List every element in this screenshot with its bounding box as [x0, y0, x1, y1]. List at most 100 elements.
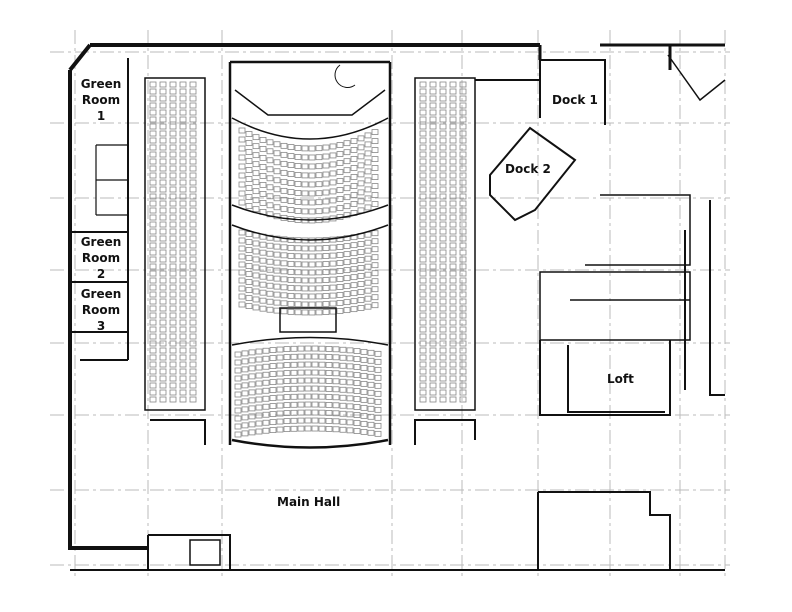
seat: [259, 182, 267, 188]
seat: [459, 123, 467, 130]
seat: [169, 158, 177, 165]
seat: [179, 326, 187, 333]
seat: [459, 319, 467, 326]
seat: [159, 305, 167, 312]
seat: [325, 426, 333, 432]
seat: [149, 228, 157, 235]
seat: [329, 143, 337, 150]
seat: [255, 364, 263, 371]
seat: [364, 168, 372, 175]
seat: [357, 198, 365, 205]
seat: [169, 305, 177, 312]
seat: [429, 207, 437, 214]
seat: [297, 361, 305, 368]
seat: [241, 382, 249, 389]
seat: [429, 102, 437, 109]
seat: [357, 171, 365, 178]
seat: [429, 179, 437, 186]
seat: [343, 251, 351, 258]
seat: [364, 263, 372, 270]
seat: [459, 172, 467, 179]
seat: [304, 417, 312, 424]
seat: [159, 298, 167, 305]
seat: [276, 418, 284, 425]
seat: [449, 312, 457, 319]
seat: [273, 291, 281, 298]
seat: [332, 394, 340, 401]
seat: [276, 362, 284, 369]
seat: [169, 137, 177, 144]
seat: [179, 298, 187, 305]
seat: [301, 190, 309, 197]
seat: [308, 172, 316, 179]
seat: [339, 386, 347, 393]
seat: [419, 123, 427, 130]
seat: [353, 420, 361, 426]
seat: [149, 382, 157, 389]
seat: [149, 179, 157, 186]
seat: [287, 252, 295, 259]
seat: [259, 241, 267, 248]
seat: [283, 370, 291, 377]
room-label-green-room-3: Green Room 3: [76, 286, 126, 334]
seat: [159, 389, 167, 396]
seat: [294, 301, 302, 308]
seat: [449, 298, 457, 305]
seat: [245, 167, 253, 173]
seat: [339, 378, 347, 385]
seat: [290, 369, 298, 376]
seat: [419, 298, 427, 305]
seat: [357, 207, 365, 214]
seat: [343, 267, 351, 274]
seat: [159, 270, 167, 277]
seat: [159, 116, 167, 123]
seat: [189, 312, 197, 319]
seat: [283, 386, 291, 393]
seat: [346, 379, 354, 386]
seat: [353, 412, 361, 418]
seat: [189, 326, 197, 333]
seat: [149, 81, 157, 88]
seat: [429, 389, 437, 396]
seat: [287, 144, 295, 150]
seat: [169, 200, 177, 207]
restroom-block: [95, 144, 128, 216]
seat: [325, 386, 333, 392]
seat: [179, 214, 187, 221]
seat: [159, 242, 167, 249]
seat: [343, 275, 351, 282]
seat: [169, 88, 177, 95]
seat: [374, 398, 382, 405]
seat: [290, 393, 298, 400]
seat: [343, 149, 351, 156]
seat: [189, 116, 197, 123]
seat: [179, 158, 187, 165]
seat: [169, 81, 177, 88]
seat: [287, 189, 295, 195]
auditorium-wall: [228, 60, 392, 445]
seat: [248, 365, 256, 372]
seat: [245, 287, 253, 293]
seat: [353, 404, 361, 410]
seat: [449, 144, 457, 151]
seat: [429, 382, 437, 389]
seat: [329, 197, 337, 204]
seat: [353, 388, 361, 394]
seat: [189, 165, 197, 172]
seat: [252, 179, 260, 186]
seat: [419, 102, 427, 109]
seat: [294, 208, 302, 214]
seat: [459, 326, 467, 333]
seat: [159, 130, 167, 137]
seat: [294, 261, 302, 268]
seat: [294, 269, 302, 276]
seat: [149, 333, 157, 340]
seat: [325, 362, 333, 368]
seat: [459, 130, 467, 137]
seat: [329, 152, 337, 159]
seat: [179, 249, 187, 256]
seat: [245, 131, 253, 137]
seat: [149, 102, 157, 109]
seat: [262, 411, 270, 418]
seat: [238, 145, 246, 152]
